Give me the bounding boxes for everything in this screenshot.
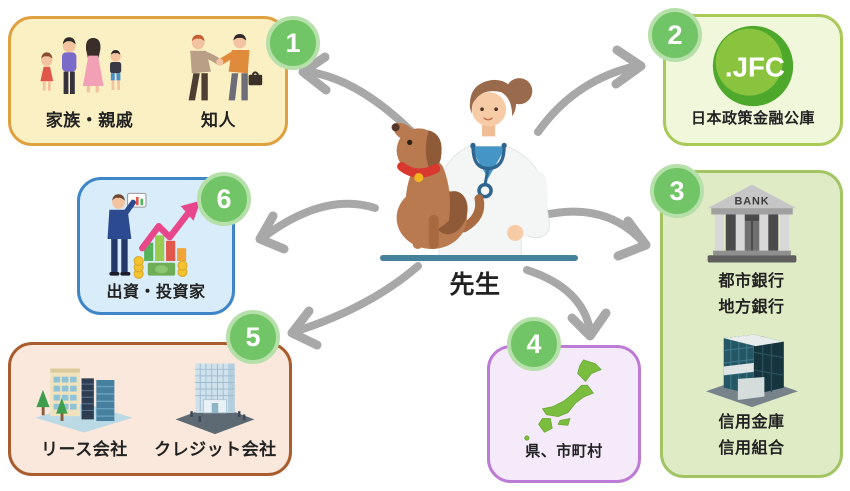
- badge-3: 3: [650, 164, 704, 218]
- bank-sign-text: BANK: [734, 196, 769, 208]
- badge-1: 1: [266, 16, 320, 70]
- jfc-logo: .JFC: [712, 25, 794, 107]
- arrow-to-node-5: [287, 262, 422, 350]
- credit-union-label-line2: 信用組合: [718, 439, 785, 457]
- badge-5: 5: [226, 310, 280, 364]
- credit-union-label-line1: 信用金庫: [718, 414, 785, 432]
- lease-company-item: リース会社: [23, 357, 145, 462]
- family-item: 家族・親戚: [26, 30, 154, 133]
- acquaintance-item: 知人: [167, 30, 271, 133]
- node-jfc: .JFC 日本政策金融公庫: [663, 14, 843, 146]
- node-family-acquaintances: 家族・親戚 知人: [8, 16, 288, 146]
- arrow-to-node-3: [536, 207, 651, 261]
- bank-icon: BANK: [707, 184, 796, 263]
- city-bank-label-line2: 地方銀行: [718, 298, 785, 316]
- modern-building-icon: [705, 334, 798, 408]
- investor-icon: [107, 192, 201, 279]
- vet-with-dog-icon: [391, 78, 550, 259]
- city-buildings-icon: [35, 368, 133, 433]
- center-label: 先生: [449, 271, 501, 299]
- jfc-label: 日本政策金融公庫: [690, 110, 815, 127]
- node-municipalities: 県、市町村: [487, 345, 641, 483]
- arrow-to-node-1: [298, 52, 419, 139]
- lease-company-label: リース会社: [41, 439, 128, 459]
- exam-table: [380, 255, 578, 261]
- node-lease-credit: リース会社 クレジット会社: [8, 342, 292, 476]
- bank-item: BANK 都市銀行 地方銀行: [698, 181, 806, 318]
- japan-map-icon: [524, 359, 602, 441]
- arrow-to-node-4: [523, 266, 611, 341]
- office-building-icon: [175, 363, 255, 434]
- family-icon: [39, 36, 121, 94]
- badge-4: 4: [507, 317, 561, 371]
- badge-6: 6: [197, 172, 251, 226]
- badge-2: 2: [648, 8, 702, 62]
- credit-company-item: クレジット会社: [154, 357, 277, 462]
- arrow-to-node-6: [255, 199, 379, 254]
- credit-company-label: クレジット会社: [154, 439, 277, 459]
- node-banks: BANK 都市銀行 地方銀行 信用金庫: [660, 170, 843, 478]
- dog: [391, 122, 485, 249]
- arrow-to-node-2: [534, 45, 646, 136]
- jfc-logo-text: .JFC: [725, 52, 785, 83]
- family-label: 家族・親戚: [45, 110, 134, 130]
- investors-label: 出資・投資家: [106, 284, 206, 301]
- credit-union-item: 信用金庫 信用組合: [696, 324, 808, 459]
- city-bank-label-line1: 都市銀行: [718, 273, 785, 290]
- handshake-icon: [188, 33, 262, 100]
- acquaintance-label: 知人: [201, 110, 236, 130]
- municipalities-label: 県、市町村: [525, 443, 603, 460]
